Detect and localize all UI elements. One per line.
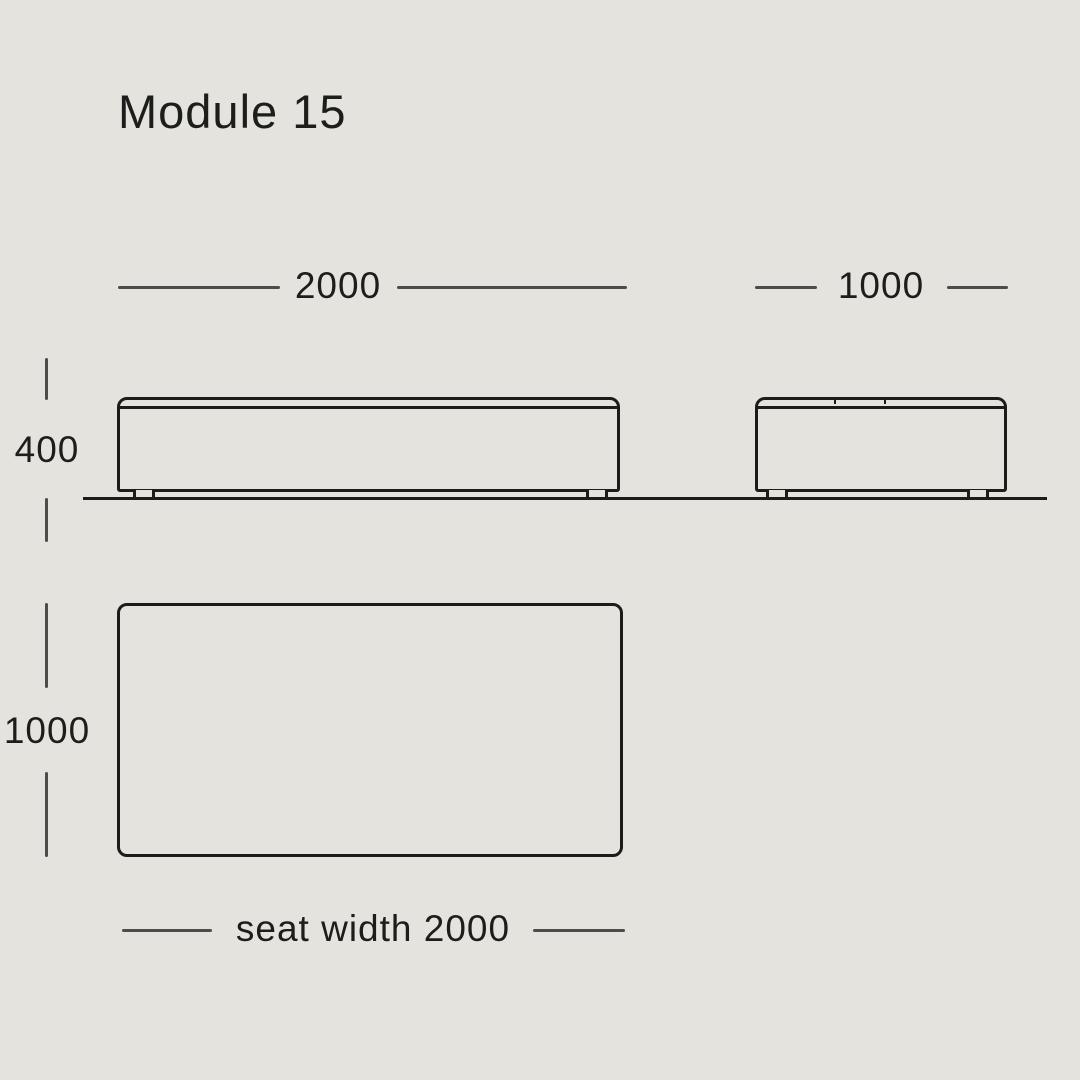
dimension-line-side-width-left [755,286,817,289]
stitch-mark [884,398,886,404]
bench-cushion-seam [757,406,1005,409]
dimension-line-height-top [45,358,48,400]
bench-cushion-seam [119,406,618,409]
dimension-line-depth-bottom [45,772,48,857]
dimension-line-depth-top [45,603,48,688]
dimension-line-seat-width-right [533,929,625,932]
bench-front-elevation-large [117,397,620,492]
dimension-line-front-width-right [397,286,627,289]
dimension-line-side-width-right [947,286,1008,289]
dimension-label-height: 400 [14,429,80,470]
dimension-line-front-width-left [118,286,280,289]
bench-plan-view [117,603,623,857]
dimension-label-depth: 1000 [3,710,91,751]
dimension-label-front-width: 2000 [294,265,382,306]
dimension-label-side-width: 1000 [837,265,925,306]
dimension-label-seat-width: seat width 2000 [235,908,511,949]
dimension-line-seat-width-left [122,929,212,932]
stitch-mark [834,398,836,404]
page-title: Module 15 [118,85,347,138]
ground-line [83,497,1047,500]
dimension-line-height-bottom [45,498,48,542]
bench-front-elevation-small [755,397,1007,492]
